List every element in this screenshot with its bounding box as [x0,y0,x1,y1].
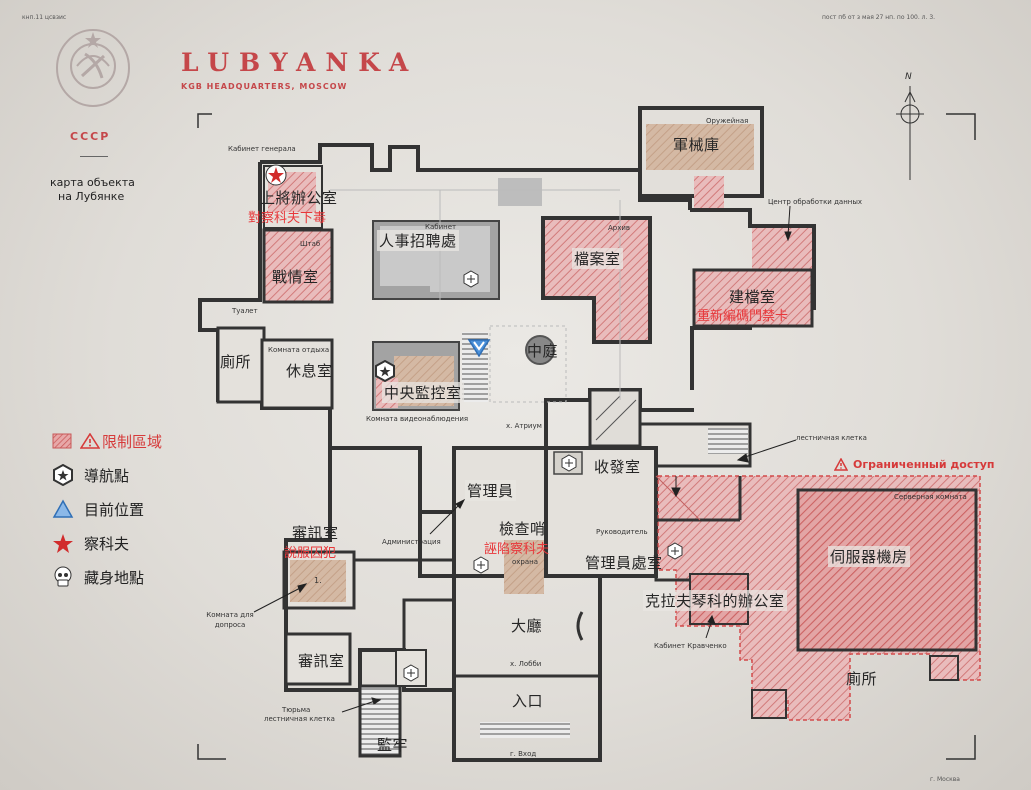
legend-item-waypoint: 導航點 [52,464,162,486]
emblem-text: СССР [70,130,111,143]
ru-label-server-room: Серверная комната [894,493,967,501]
room-courtyard: 中庭 [527,342,559,360]
waypoint-marker-icon [375,360,395,382]
warning-icon [80,433,100,449]
waypoint-icon [53,464,73,486]
legend-item-hideout: 藏身地點 [52,566,162,588]
room-prison: 監牢 [377,736,409,754]
ru-label-atrium: х. Атриум [506,422,542,430]
caption-divider [80,156,108,157]
room-interrogation-2: 審訊室 [298,652,345,670]
ru-label-prison-stairs-1: Тюрьма [282,706,311,714]
legend-label-current-location: 目前位置 [84,500,145,519]
ru-label-stairwell: лестничная клетка [796,434,867,442]
star-icon [53,534,73,553]
ru-label-prison-stairs-2: лестничная клетка [264,715,335,723]
room-toilet-2: 廁所 [846,670,878,688]
legend-item-current-location: 目前位置 [52,498,162,520]
ru-label-guard: охрана [512,558,539,566]
restricted-access-banner: Ограниченный доступ [834,458,995,471]
ru-label-lobby: х. Лобби [510,660,542,668]
map-title: LUBYANKA [181,48,419,77]
ru-label-armory: Оружейная [706,117,749,125]
room-archives: 檔案室 [572,248,623,269]
room-armory: 軍械庫 [673,136,720,154]
room-administrator: 管理員 [465,480,516,501]
current-location-icon [52,499,74,518]
room-entrance: 入口 [512,692,544,710]
legend-item-zakharov: 察科夫 [52,532,162,554]
objective-poison: 對察科夫下毒 [248,211,327,226]
ru-label-toilet: Туалет [232,307,258,315]
stairs-hex-icon [561,454,577,472]
ru-label-administration: Администрация [382,538,441,546]
ru-label-kravchenko: Кабинет Кравченко [654,642,727,650]
objective-persuade-prisoner: 說服囚犯 [284,546,337,561]
soviet-emblem-icon [56,29,130,107]
restricted-swatch-icon [52,433,72,449]
current-location-icon [467,339,491,358]
room-server-room: 伺服器機房 [828,546,910,567]
ru-label-general-office: Кабинет генерала [228,145,296,153]
room-mail-room: 收發室 [594,458,641,476]
stairs-hex-icon [667,542,683,560]
room-central-monitor: 中央監控室 [382,382,464,403]
map-subtitle: KGB HEADQUARTERS, MOSCOW [181,82,348,91]
restricted-access-text: Ограниченный доступ [853,458,995,471]
legend-label-restricted: 限制區域 [102,432,163,451]
map-caption-line2: на Лубянке [58,190,125,203]
ru-label-interrogation: Комната для допроса [206,611,254,629]
room-toilet: 廁所 [220,353,252,371]
room-lounge: 休息室 [286,362,333,380]
legend-label-waypoint: 導航點 [84,466,130,485]
document-code-right: пост пб от з мая 27 нп. по 100. л. 3. [822,14,936,21]
room-number: 1. [314,576,322,585]
document-code-left: кнп.11 цсвзис [22,14,67,21]
ru-label-surveillance: Комната видеонаблюдения [366,415,469,423]
legend-label-hideout: 藏身地點 [84,568,145,587]
room-lobby: 大廳 [511,617,543,635]
room-recruitment: 人事招聘處 [377,230,459,251]
ru-label-entrance: г. Вход [510,750,537,758]
room-manager-office: 管理員處室 [585,554,663,572]
legend-item-restricted: 限制區域 [52,430,162,452]
ru-label-recruitment: Кабинет [425,223,457,231]
skull-icon [54,566,72,587]
legend: 限制區域 導航點 目前位置 察科夫 藏身地點 [52,430,162,588]
ru-label-data-center: Центр обработки данных [768,198,863,206]
objective-frame-zakharov: 誣陷察科夫 [484,542,550,557]
objective-recode-keycard: 重新編碼門禁卡 [697,309,789,324]
stairs-hex-icon [463,270,479,288]
warning-icon [834,458,848,471]
north-label: N [905,72,912,82]
room-general-office: 上將辦公室 [260,189,338,207]
room-interrogation-1: 審訊室 [292,524,339,542]
room-kravchenko-office: 克拉夫琴科的辦公室 [643,590,787,611]
zakharov-star-icon [265,164,287,186]
compass-icon [896,86,924,180]
legend-label-zakharov: 察科夫 [84,534,130,553]
ru-label-manager: Руководитель [596,528,648,536]
stairs-hex-icon [473,556,489,574]
map-caption-line1: карта объекта [50,176,135,189]
room-records: 建檔室 [729,288,776,306]
ru-label-lounge: Комната отдыха [268,346,330,354]
room-war-room: 戰情室 [272,268,319,286]
bottom-right-city: г. Москва [930,776,960,783]
room-checkpoint: 檢查哨 [499,520,546,538]
stairs-hex-icon [403,664,419,682]
ru-label-war-room: Штаб [300,240,321,248]
ru-label-archives: Архив [608,224,631,232]
